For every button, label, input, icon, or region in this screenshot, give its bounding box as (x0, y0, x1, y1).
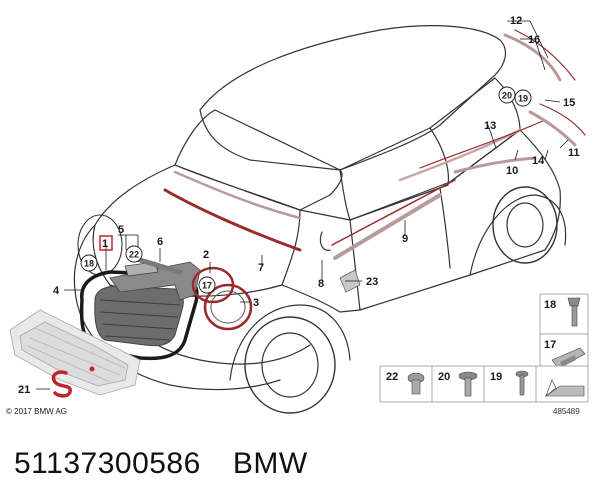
callout-13: 13 (484, 120, 496, 132)
part-number: 51137300586 (14, 447, 201, 480)
ring-part-3-inner (210, 290, 246, 324)
callout-4: 4 (53, 285, 60, 297)
callout-15: 15 (563, 97, 575, 109)
callout-10: 10 (506, 165, 518, 177)
callout-14: 14 (532, 155, 545, 167)
brand-name: BMW (232, 447, 308, 480)
callout-7: 7 (258, 262, 264, 274)
callout-22: 22 (129, 250, 139, 260)
callout-17-circled: 17 (202, 281, 212, 291)
callout-16: 16 (528, 34, 540, 46)
trim-strips (163, 29, 586, 260)
callout-18-circled: 18 (84, 259, 94, 269)
callout-3: 3 (253, 297, 259, 309)
fastener-panel: 18 17 22 20 19 (379, 293, 589, 403)
callout-5: 5 (118, 224, 124, 236)
footer-caption: 51137300586 BMW (14, 444, 308, 484)
callout-19-panel: 19 (490, 371, 502, 383)
car-illustration (73, 25, 567, 414)
callout-11: 11 (568, 147, 580, 159)
screw-18-icon (567, 297, 581, 327)
callout-9: 9 (402, 233, 408, 245)
lower-grille-part (9, 309, 141, 396)
ring-part-3 (203, 283, 253, 331)
callout-8: 8 (318, 278, 324, 290)
callout-19: 19 (518, 94, 528, 104)
sheet-number: 485489 (553, 407, 580, 416)
callouts: 12 16 15 13 11 14 10 9 8 7 2 3 23 5 6 1 … (18, 15, 580, 396)
copyright-text: © 2017 BMW AG (6, 407, 67, 416)
clip-20-icon (458, 371, 478, 397)
circled-callouts: 20 19 22 18 17 (80, 86, 532, 294)
callout-6: 6 (157, 236, 163, 248)
leader-lines (36, 20, 569, 390)
badge-part-21 (51, 370, 72, 398)
callout-17: 17 (544, 339, 556, 351)
callout-1: 1 (102, 238, 108, 250)
screw-19-icon (515, 370, 529, 396)
callout-20-panel: 20 (438, 371, 450, 383)
trim-strip-part-6 (137, 257, 183, 275)
callout-23: 23 (366, 276, 378, 288)
arrow-icon (545, 379, 585, 398)
callout-18: 18 (544, 299, 556, 311)
callout-21: 21 (18, 384, 30, 396)
clip-17-icon (551, 347, 586, 369)
parts-diagram: 12 16 15 13 11 14 10 9 8 7 2 3 23 5 6 1 … (6, 15, 589, 416)
callout-12: 12 (510, 15, 522, 27)
part-1-highlight (99, 235, 113, 251)
callout-2: 2 (203, 249, 209, 261)
badge-part-21-dot (89, 366, 95, 372)
callout-20: 20 (502, 91, 512, 101)
clip-22-icon (407, 372, 425, 395)
callout-22-panel: 22 (386, 371, 398, 383)
